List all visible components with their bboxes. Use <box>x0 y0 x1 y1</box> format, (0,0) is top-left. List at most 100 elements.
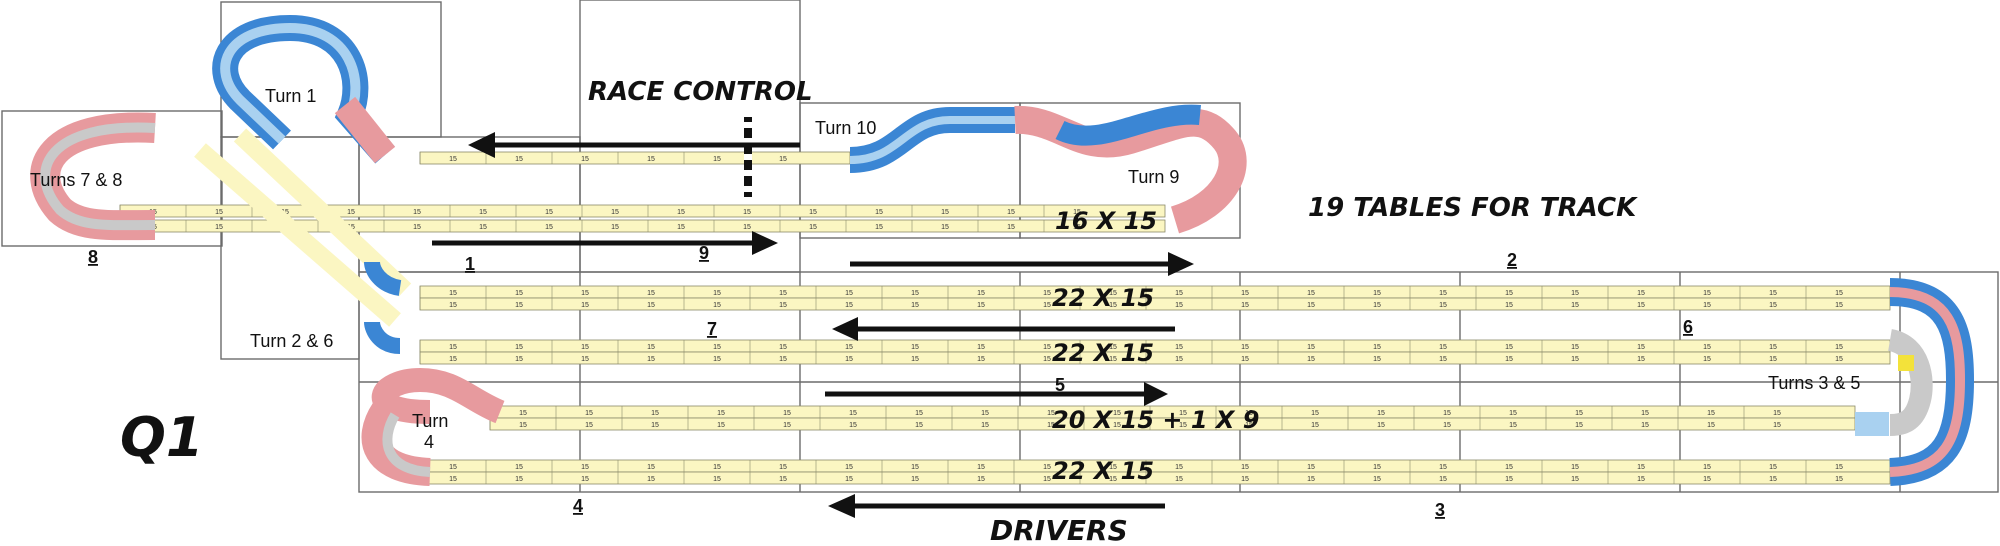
quadrant-label: Q1 <box>120 406 203 469</box>
track-piece-label: 15 <box>1373 344 1381 351</box>
arrowhead-left-drivers <box>828 494 855 518</box>
track-piece-label: 15 <box>1439 344 1447 351</box>
race-control-label: RACE CONTROL <box>588 77 813 107</box>
arrowhead-left-top <box>468 132 495 158</box>
track-piece-label: 15 <box>1637 290 1645 297</box>
track-piece-label: 15 <box>1703 302 1711 309</box>
track-piece-label: 15 <box>1773 410 1781 417</box>
track-piece-label: 15 <box>1307 356 1315 363</box>
dimension-row2: 22 X 15 <box>1052 284 1154 312</box>
section-number-5: 5 <box>1055 375 1065 395</box>
track-piece-label: 15 <box>977 356 985 363</box>
tables-for-track-label: 19 TABLES FOR TRACK <box>1308 193 1638 223</box>
track-piece-label: 15 <box>779 356 787 363</box>
track-piece-label: 15 <box>1043 290 1051 297</box>
track-piece-label: 15 <box>1703 356 1711 363</box>
track-piece-label: 15 <box>779 290 787 297</box>
turn26-label: Turn 2 & 6 <box>250 331 333 351</box>
section-number-4: 4 <box>573 496 583 516</box>
track-piece-label: 15 <box>1571 290 1579 297</box>
track-piece-label: 15 <box>1571 302 1579 309</box>
track-piece-label: 15 <box>581 344 589 351</box>
track-piece-label: 15 <box>1835 302 1843 309</box>
track-piece-label: 15 <box>1175 476 1183 483</box>
track-piece-label: 15 <box>1113 410 1121 417</box>
arrowhead-right-5 <box>1144 382 1168 406</box>
track-piece-label: 15 <box>1505 356 1513 363</box>
track-piece-label: 15 <box>1575 410 1583 417</box>
arrowhead-right-1 <box>752 231 778 255</box>
track-piece-label: 15 <box>1373 476 1381 483</box>
track-piece-label: 15 <box>677 224 685 231</box>
section-number-8: 8 <box>88 247 98 267</box>
track-piece-label: 15 <box>1707 410 1715 417</box>
track-piece-label: 15 <box>1835 356 1843 363</box>
track-piece-label: 15 <box>1769 302 1777 309</box>
dimension-row3: 22 X 15 <box>1052 339 1154 367</box>
section-number-1: 1 <box>465 254 475 274</box>
track-piece-label: 15 <box>647 302 655 309</box>
arrowhead-right-2 <box>1168 252 1194 276</box>
track-piece-label: 15 <box>809 209 817 216</box>
turn4-label-line2: 4 <box>424 432 434 452</box>
track-lane <box>419 459 1891 473</box>
track-piece-label: 15 <box>743 224 751 231</box>
track-piece-label: 15 <box>1769 356 1777 363</box>
track-piece-label: 15 <box>1373 356 1381 363</box>
track-piece-label: 15 <box>1769 476 1777 483</box>
track-piece-label: 15 <box>1007 209 1015 216</box>
track-piece-label: 15 <box>1311 410 1319 417</box>
track-piece-label: 15 <box>1109 302 1117 309</box>
track-piece-label: 15 <box>1109 476 1117 483</box>
track-piece-label: 15 <box>713 476 721 483</box>
track-piece-label: 15 <box>585 422 593 429</box>
track-piece-label: 15 <box>849 422 857 429</box>
track-piece-label: 15 <box>875 224 883 231</box>
section-number-3: 3 <box>1435 500 1445 520</box>
track-piece-label: 15 <box>479 224 487 231</box>
track-piece-label: 15 <box>1835 290 1843 297</box>
track-piece-label: 15 <box>845 464 853 471</box>
track-piece-label: 15 <box>1641 410 1649 417</box>
turn1-label: Turn 1 <box>265 86 316 106</box>
track-piece-label: 15 <box>977 290 985 297</box>
track-lane <box>419 339 1891 353</box>
track-piece-label: 15 <box>677 209 685 216</box>
track-piece-label: 15 <box>1443 410 1451 417</box>
turn4-label-line1: Turn <box>412 411 448 431</box>
track-piece-label: 15 <box>449 464 457 471</box>
track-piece-label: 15 <box>515 476 523 483</box>
track-piece-label: 15 <box>845 302 853 309</box>
track-piece-label: 15 <box>713 464 721 471</box>
track-piece-label: 15 <box>449 156 457 163</box>
track-piece-label: 15 <box>515 356 523 363</box>
track-piece-label: 15 <box>1373 464 1381 471</box>
track-piece-label: 15 <box>215 224 223 231</box>
track-piece-label: 15 <box>1241 476 1249 483</box>
track-piece-label: 15 <box>849 410 857 417</box>
track-piece-label: 15 <box>1179 422 1187 429</box>
track-piece-label: 15 <box>779 156 787 163</box>
track-piece-label: 15 <box>1179 410 1187 417</box>
track-piece-label: 15 <box>519 422 527 429</box>
track-piece-label: 15 <box>1571 464 1579 471</box>
track-piece-label: 15 <box>713 356 721 363</box>
track-piece-label: 15 <box>1175 290 1183 297</box>
track-piece-label: 15 <box>911 302 919 309</box>
track-piece-label: 15 <box>1073 224 1081 231</box>
track-piece-label: 15 <box>1043 476 1051 483</box>
track-piece-label: 15 <box>1443 422 1451 429</box>
track-piece-label: 15 <box>915 422 923 429</box>
track-piece-label: 15 <box>515 290 523 297</box>
track-piece-label: 15 <box>1175 356 1183 363</box>
track-piece-label: 15 <box>581 356 589 363</box>
track-piece-label: 15 <box>515 302 523 309</box>
track-piece-label: 15 <box>783 410 791 417</box>
track-piece-label: 15 <box>911 356 919 363</box>
track-piece-label: 15 <box>449 356 457 363</box>
track-piece-label: 15 <box>1637 356 1645 363</box>
track-piece-label: 15 <box>1773 422 1781 429</box>
